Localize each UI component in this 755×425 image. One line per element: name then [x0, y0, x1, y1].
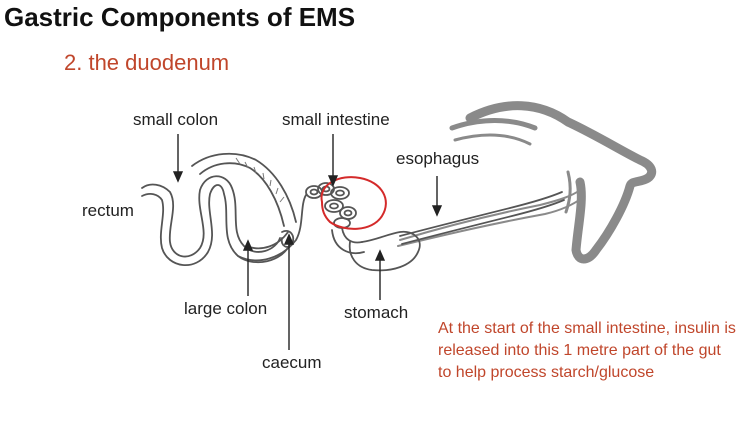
- label-large-colon: large colon: [184, 299, 268, 318]
- esophagus-path: [399, 191, 563, 237]
- page-title: Gastric Components of EMS: [4, 2, 356, 32]
- label-arrows: [172, 134, 443, 350]
- colon-hatching: [235, 157, 285, 203]
- label-caecum: caecum: [262, 353, 322, 372]
- rectum-path: [141, 175, 281, 258]
- label-rectum: rectum: [82, 201, 134, 220]
- label-small-colon: small colon: [133, 110, 219, 129]
- label-stomach: stomach: [344, 303, 409, 322]
- gut-tract: [141, 152, 565, 272]
- stomach-path: [348, 230, 421, 272]
- small-intestine-coils: [305, 182, 357, 229]
- large-colon-path: [237, 194, 307, 262]
- section-subtitle: 2. the duodenum: [64, 50, 230, 75]
- annotation-note: At the start of the small intestine, ins…: [438, 320, 736, 381]
- label-small-intestine: small intestine: [282, 110, 390, 129]
- small-colon-path: [191, 152, 297, 223]
- label-esophagus: esophagus: [396, 149, 480, 168]
- horse-head-outline: [397, 101, 657, 264]
- duodenum-highlight-circle: [320, 176, 387, 230]
